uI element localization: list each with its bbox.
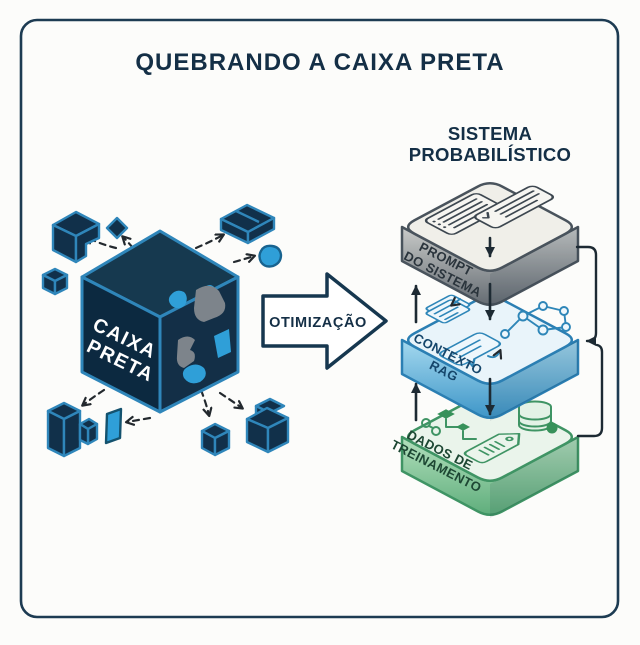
main-title: QUEBRANDO A CAIXA PRETA [135, 49, 504, 76]
dashed-arrow [194, 235, 223, 250]
document-check-icon [473, 185, 555, 229]
fragment-cube-left [41, 267, 69, 296]
fragment-l-piece-bottom-left [46, 401, 99, 458]
fragment-blue-pebble [258, 244, 283, 268]
optimization-label: OTIMIZAÇÃO [269, 313, 367, 331]
fragment-cube-bottom [200, 422, 231, 457]
system-title-line2: PROBABILÍSTICO [409, 144, 571, 165]
fragment-l-piece-top-left [51, 210, 101, 264]
dashed-arrow [232, 256, 254, 264]
optimization-arrow: OTIMIZAÇÃO [261, 272, 388, 370]
cube-shatter-pattern [168, 285, 231, 384]
document-list-icon [424, 193, 504, 235]
dashed-arrow [83, 388, 106, 405]
fragment-l-piece-bottom-right [245, 397, 290, 454]
dashed-arrow [127, 418, 152, 422]
tag-icon [463, 433, 521, 464]
flow-arrows [411, 236, 604, 438]
feedback-loop-training-to-rag [576, 343, 604, 438]
black-box-cube: CAIXA PRETA [80, 229, 240, 414]
chat-bubble-icon [438, 332, 502, 368]
database-icon [518, 400, 558, 434]
black-box-group: CAIXA PRETA [41, 203, 290, 458]
dashed-arrow [218, 391, 242, 408]
dashed-arrow [199, 388, 209, 415]
feedback-loop-prompt-to-rag [575, 245, 598, 346]
fragment-slab-top-right [219, 203, 276, 245]
flow-hint-arrow [452, 299, 461, 305]
flow-hint-arrow [487, 351, 500, 357]
layer-side-shade [490, 340, 578, 421]
dashed-arrow [86, 237, 118, 250]
fragment-blue-sliver [104, 407, 123, 445]
layer-side-shade [490, 227, 578, 308]
layer-side-shade [490, 437, 578, 518]
system-title-line1: SISTEMA [448, 123, 532, 144]
block-arrow-shape [261, 272, 388, 370]
layer-rag-context: CONTEXTO RAG [400, 294, 580, 421]
probabilistic-system: SISTEMA PROBABILÍSTICO [389, 123, 604, 518]
knowledge-graph-icon [487, 301, 571, 357]
fragment-diamond [105, 216, 129, 240]
canvas-border [19, 18, 620, 619]
debris-fragments [41, 203, 290, 458]
layer-system-prompt: PROMPT DO SISTEMA [400, 182, 580, 308]
